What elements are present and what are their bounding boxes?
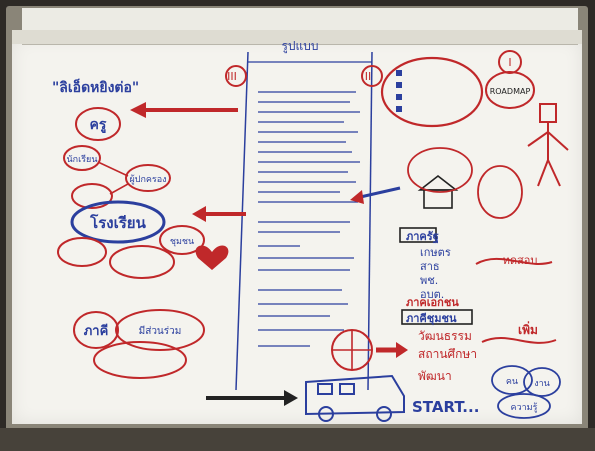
node-bottom-label: ภาคี [84, 323, 109, 339]
link-2 [109, 183, 129, 195]
node-bottom-sub-ellipse [115, 309, 205, 351]
node-kru-label: ครู [90, 117, 107, 133]
side-note-2: เพิ่ม [518, 321, 538, 337]
bubble-2-label: งาน [534, 379, 550, 389]
node-school-ellipse [70, 200, 166, 244]
bubble-1-ellipse [491, 365, 533, 395]
node-roadmap-ellipse [485, 71, 535, 109]
divider-left [235, 51, 249, 391]
section-3-circle [225, 65, 247, 87]
list-item-1: ภาครัฐ [406, 230, 439, 244]
link-1 [97, 161, 129, 177]
node-parent-ellipse [125, 164, 171, 192]
node-community-ellipse [159, 225, 205, 255]
divider-right [367, 51, 373, 391]
banner-title: รูปแบบ [281, 39, 318, 54]
node-student-ellipse [63, 145, 101, 171]
node-top-right-cluster [380, 56, 484, 128]
section-2-label: II [365, 70, 372, 83]
list-item-9: สถานศึกษา [418, 347, 477, 361]
node-heart2-ellipse [477, 165, 523, 219]
list-item-6: ภาคเอกชน [406, 296, 459, 309]
node-kru-ellipse [75, 107, 121, 141]
flourish-1 [475, 257, 553, 265]
node-house-ellipse [407, 147, 473, 193]
list-item-3: สาธ [420, 260, 440, 273]
heart-icon [195, 245, 229, 270]
bubble-2-ellipse [523, 367, 561, 397]
list-item-10: พัฒนา [418, 369, 452, 383]
section-2-circle [361, 65, 383, 87]
arrowhead-cycle [396, 342, 408, 358]
node-aux-ellipse [71, 183, 113, 209]
side-note-1: ทดสอบ [503, 254, 538, 267]
section-3-label: III [227, 70, 237, 83]
list-item-8: วัฒนธรรม [418, 329, 472, 343]
arrow-right-to-middle [355, 186, 401, 200]
node-mid-lower-ellipse [109, 245, 175, 279]
person-sketch-icon [527, 103, 569, 187]
flourish-2 [481, 337, 557, 344]
arrowhead-kru [130, 102, 146, 118]
heading-left: "ลิเอ็ดหยิงต่อ" [52, 78, 139, 96]
node-bottom-sub-label: มีส่วนร่วม [139, 325, 182, 337]
floor-strip [0, 428, 595, 451]
node-school-label: โรงเรียน [89, 213, 146, 232]
bus-sketch-icon [305, 374, 405, 422]
node-left-lower-ellipse [57, 237, 107, 267]
list-item-5: อบต. [420, 288, 444, 301]
paper-fold [12, 30, 582, 44]
checkbox-list [396, 70, 402, 112]
middle-text-scribbles [258, 91, 360, 347]
node-parent-label: ผู้ปกครอง [129, 174, 166, 185]
start-label: START... [412, 398, 479, 416]
list-item-4: พช. [420, 274, 438, 287]
list-boxes [399, 227, 473, 325]
house-sketch-icon [417, 174, 459, 209]
arrowhead-middle [350, 190, 364, 204]
node-roadmap-label: ROADMAP [490, 87, 531, 96]
bubble-3-ellipse [497, 393, 551, 419]
section-1-label: I [508, 56, 511, 69]
node-bottom-sub2-ellipse [93, 341, 187, 379]
start-arrowhead [284, 390, 298, 406]
list-item-2: เกษตร [420, 246, 451, 259]
node-community-label: ชุมชน [170, 237, 194, 247]
arrowhead-school [192, 206, 206, 222]
bubble-1-label: คน [506, 377, 518, 387]
list-item-7: ภาคีชุมชน [406, 312, 457, 326]
node-student-label: นักเรียน [67, 154, 98, 165]
bubble-3-label: ความรู้ [511, 402, 538, 413]
node-bottom-ellipse [73, 311, 119, 349]
